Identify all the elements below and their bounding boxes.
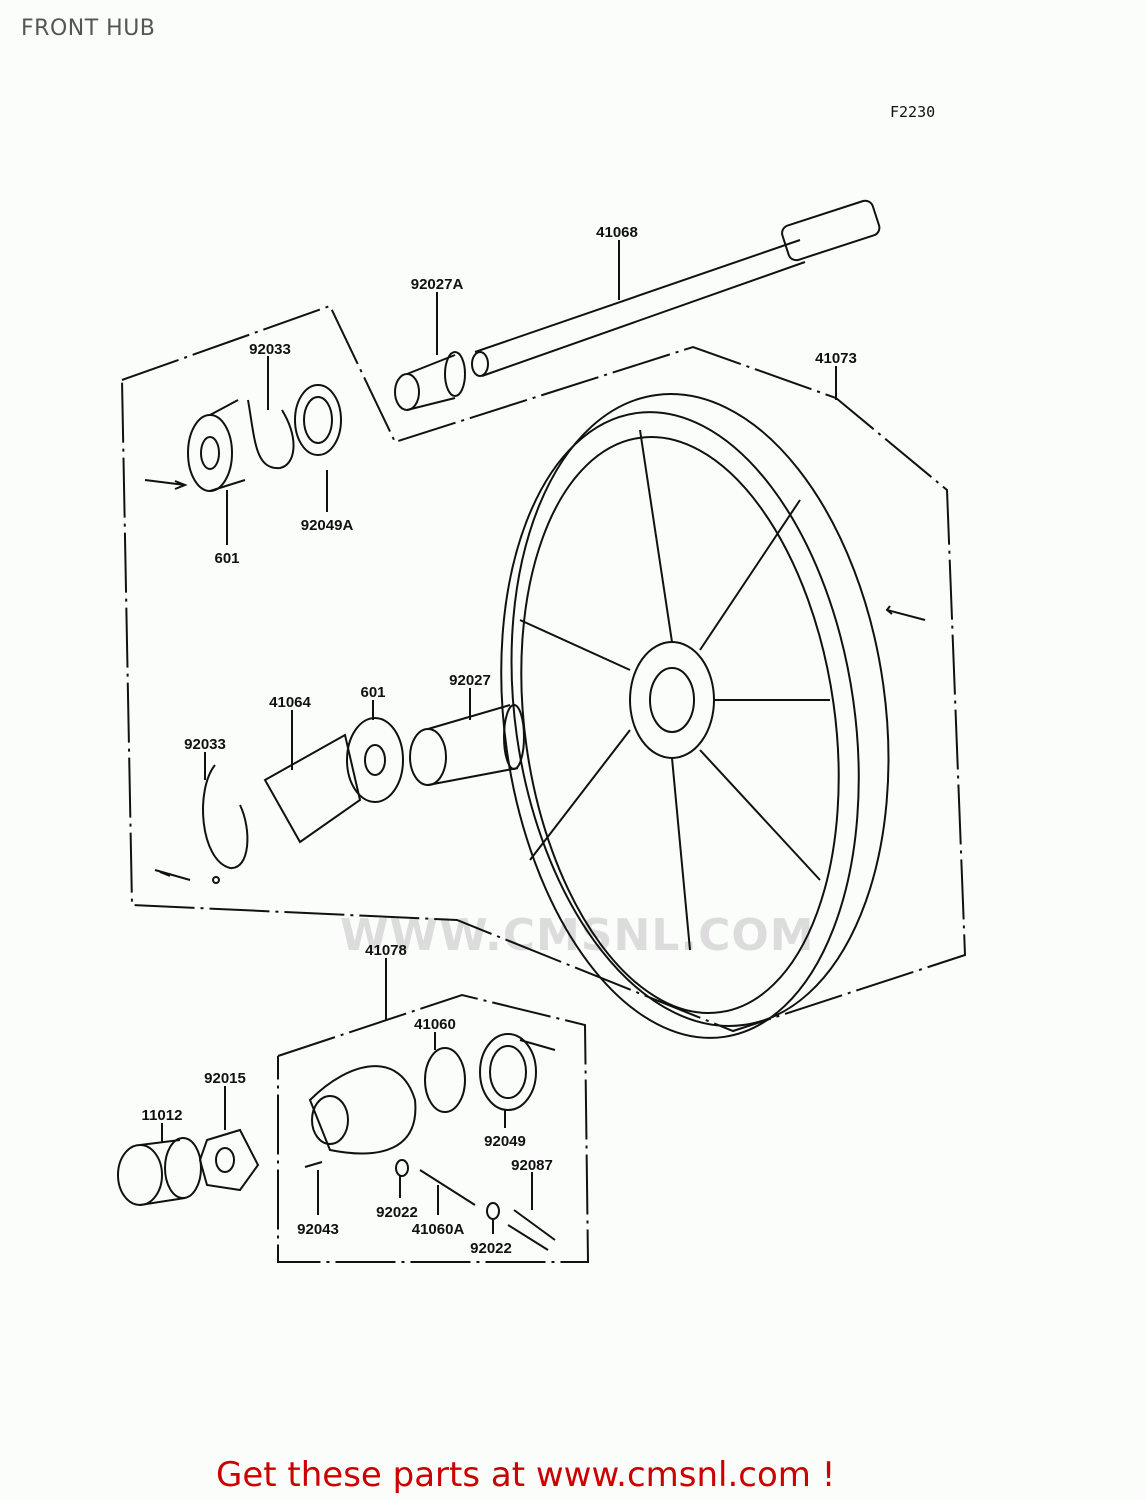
part-label[interactable]: 92027 <box>449 672 491 689</box>
part-label[interactable]: 41073 <box>815 350 857 367</box>
part-label[interactable]: 601 <box>214 550 240 567</box>
figure-code: F2230 <box>890 103 936 121</box>
part-label[interactable]: 41060 <box>414 1016 456 1033</box>
part-label[interactable]: 41068 <box>596 224 638 241</box>
part-label[interactable]: 92087 <box>511 1157 553 1174</box>
part-label[interactable]: 92049 <box>484 1133 526 1150</box>
part-label[interactable]: 92022 <box>470 1240 512 1257</box>
part-label[interactable]: 41078 <box>365 942 407 959</box>
part-label[interactable]: 92043 <box>297 1221 339 1238</box>
part-label[interactable]: 41060A <box>411 1221 465 1238</box>
part-label[interactable]: 11012 <box>141 1107 183 1124</box>
part-label[interactable]: 92033 <box>249 341 291 358</box>
part-label[interactable]: 92027A <box>410 276 464 293</box>
part-label[interactable]: 41064 <box>269 694 311 711</box>
part-label[interactable]: 92033 <box>184 736 226 753</box>
part-label[interactable]: 601 <box>360 684 386 701</box>
part-label[interactable]: 92049A <box>300 517 354 534</box>
part-label[interactable]: 92015 <box>204 1070 246 1087</box>
promo-link[interactable]: Get these parts at www.cmsnl.com ! <box>216 1455 836 1495</box>
page-title: FRONT HUB <box>21 16 156 41</box>
part-label[interactable]: 92022 <box>376 1204 418 1221</box>
